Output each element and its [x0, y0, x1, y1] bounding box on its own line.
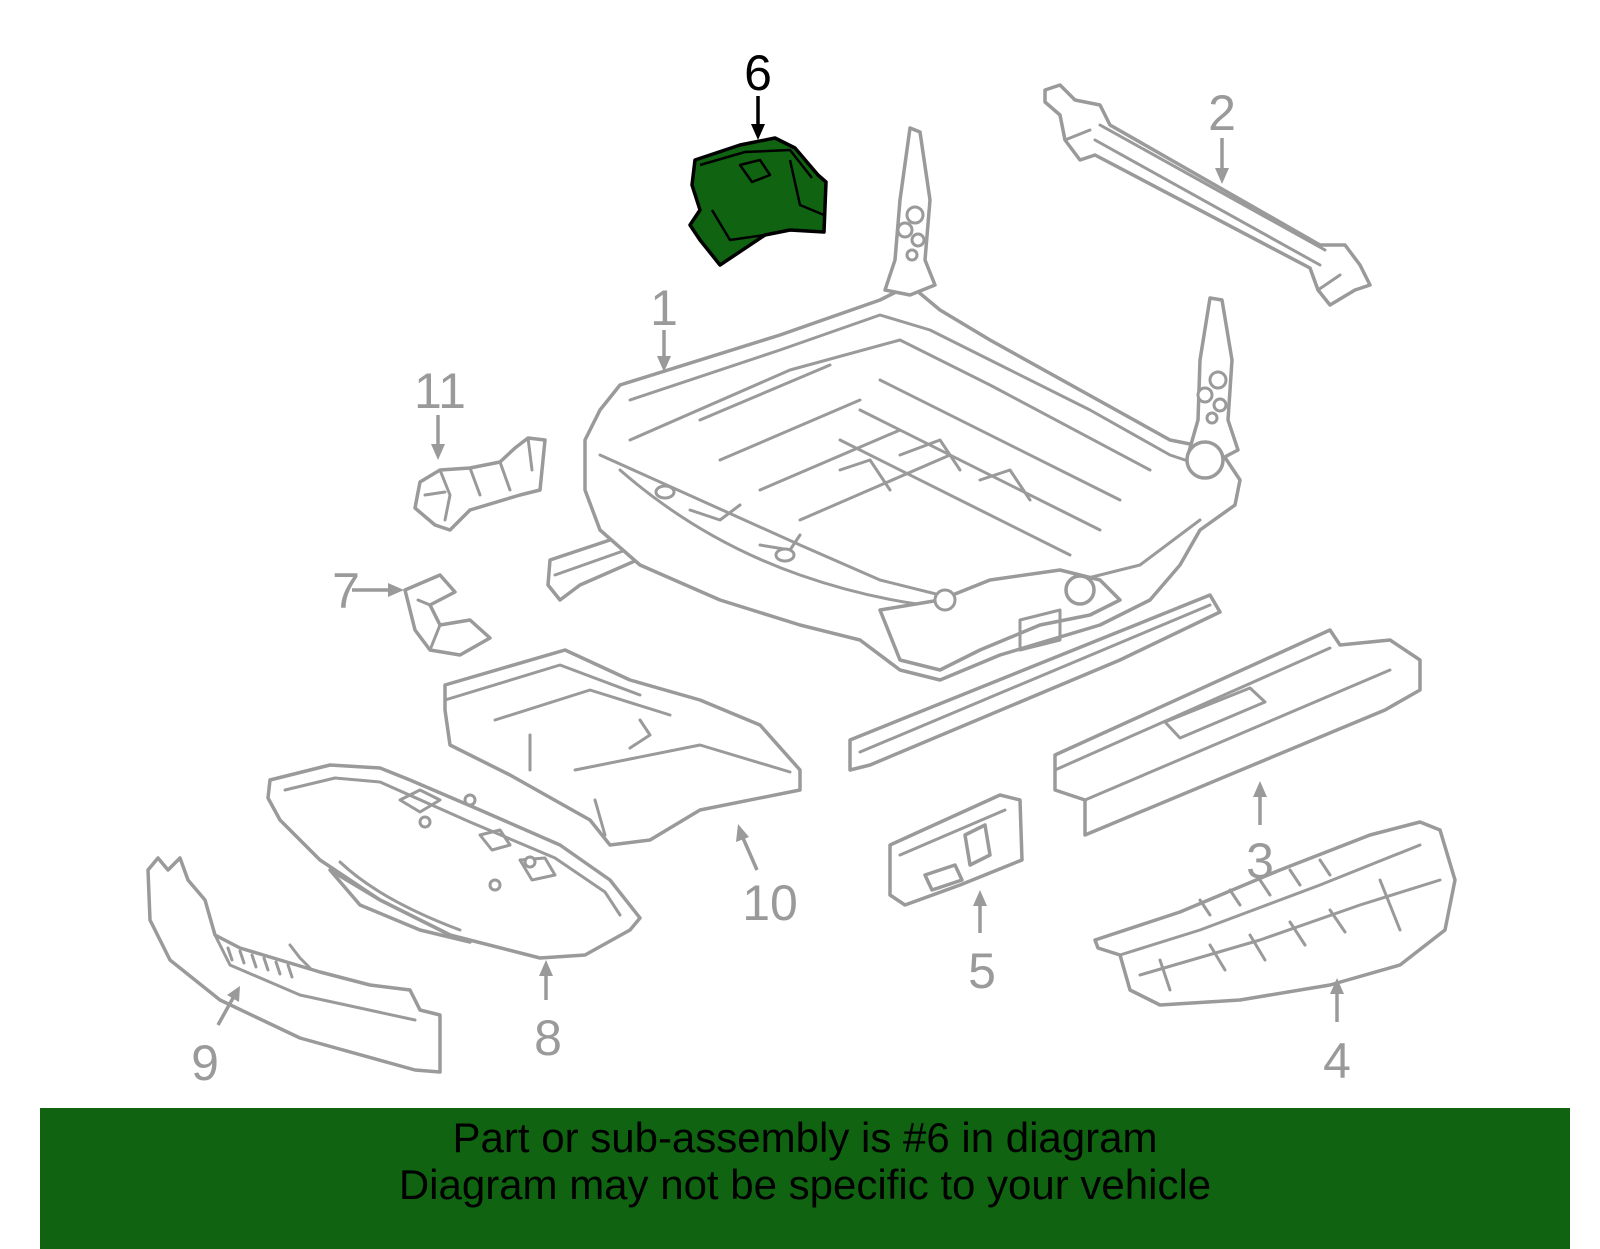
part-2-cross-tube[interactable]	[1043, 83, 1372, 307]
callout-11: 11	[414, 363, 466, 419]
part-10-cushion-pad[interactable]	[443, 648, 802, 847]
callout-3: 3	[1246, 833, 1274, 889]
callout-1: 1	[650, 280, 678, 336]
part-1-seat-frame[interactable]	[546, 126, 1242, 772]
banner-line-disclaimer: Diagram may not be specific to your vehi…	[398, 1161, 1212, 1208]
part-5-switch[interactable]	[888, 793, 1024, 907]
part-9-front-trim[interactable]	[146, 856, 442, 1074]
callout-6: 6	[744, 45, 772, 101]
callout-8: 8	[534, 1010, 562, 1066]
callout-arrows	[216, 96, 1344, 1026]
callout-4: 4	[1323, 1033, 1351, 1089]
part-4-side-panel[interactable]	[1093, 820, 1457, 1007]
info-banner: Part or sub-assembly is #6 in diagram Di…	[40, 1108, 1570, 1249]
banner-line-part-number: Part or sub-assembly is #6 in diagram	[452, 1114, 1158, 1161]
callout-5: 5	[968, 943, 996, 999]
part-6-highlighted-cover[interactable]	[688, 136, 828, 267]
callout-10: 10	[742, 875, 798, 931]
callout-2: 2	[1208, 85, 1236, 141]
part-8-seat-pan[interactable]	[266, 763, 642, 960]
part-11-bracket[interactable]	[413, 436, 547, 532]
part-3-slide-rail[interactable]	[1053, 628, 1422, 837]
callout-7: 7	[332, 563, 360, 619]
part-7-bracket[interactable]	[403, 573, 492, 657]
callout-9: 9	[191, 1035, 219, 1091]
